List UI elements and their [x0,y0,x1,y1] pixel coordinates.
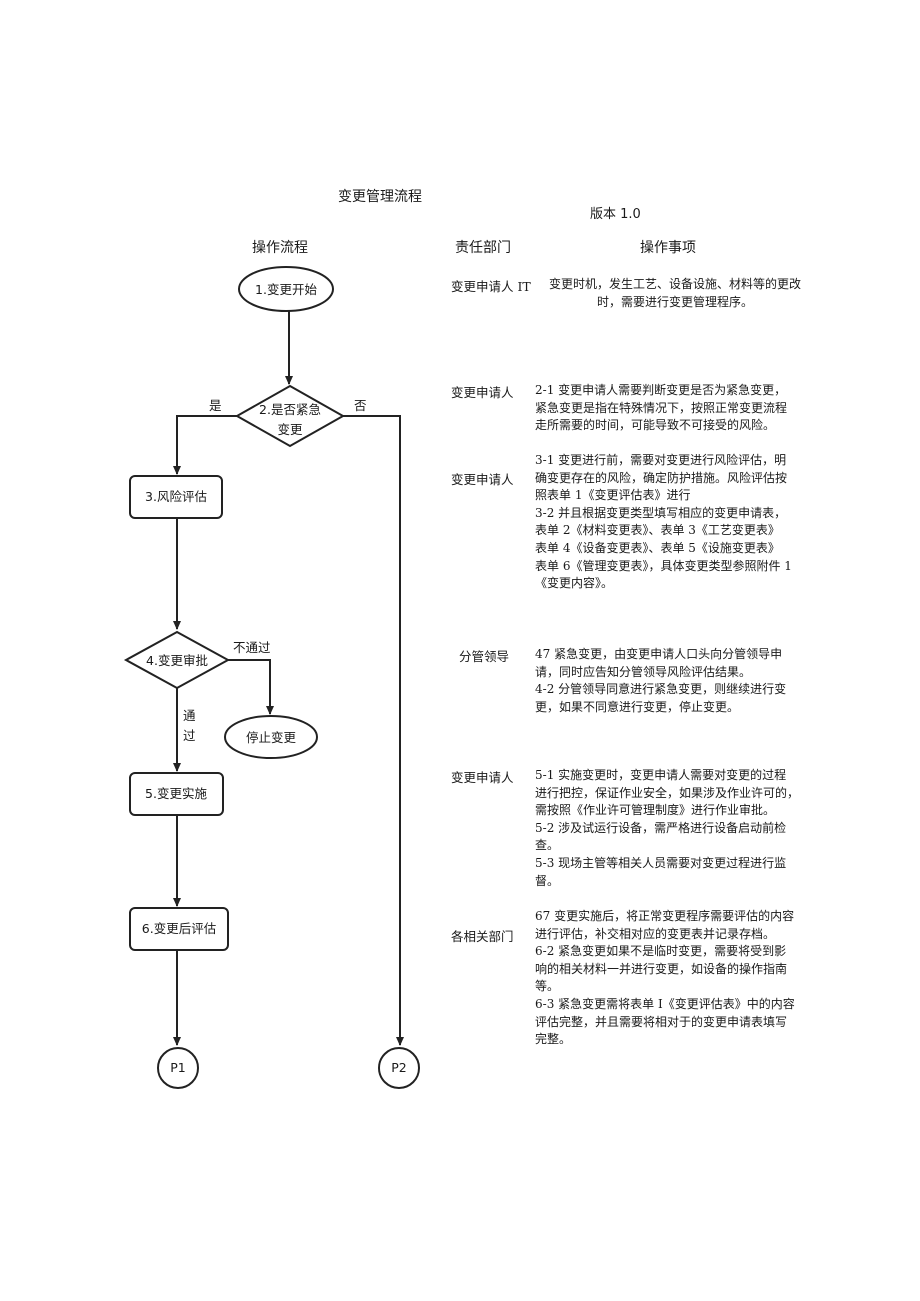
node-approval-decision [123,630,231,690]
edge-label-pass-1: 通 [183,708,196,723]
row-1-line: 变更时机，发生工艺、设备设施、材料等的更改 [548,277,801,291]
node-urgent-label-1: 2.是否紧急 [259,402,321,417]
row-1-desc: 变更时机，发生工艺、设备设施、材料等的更改 时，需要进行变更管理程序。 [535,276,815,311]
row-4-desc: 47 紧急变更，由变更申请人口头向分管领导申 请，同时应告知分管领导风险评估结果… [535,646,815,716]
node-stop-label: 停止变更 [246,730,297,745]
edge-urgent-risk [173,415,237,475]
row-3-line: 表单 4《设备变更表》、表单 5《设施变更表》 [535,540,780,555]
row-3-line: 确变更存在的风险，确定防护措施。风险评估按 [535,470,788,485]
row-5-dept: 变更申请人 [451,770,514,785]
edge-approve-stop [228,659,274,715]
node-implement [129,772,224,816]
row-4-line: 4-2 分管领导同意进行紧急变更，则继续进行变 [535,682,787,697]
row-3-line: 照表单 1《变更评估表》进行 [535,488,691,503]
node-start-label: 1.变更开始 [255,282,317,297]
node-risk-label: 3.风险评估 [145,489,207,504]
row-1-line: 时，需要进行变更管理程序。 [596,294,753,309]
edge-label-pass-2: 过 [183,728,196,743]
row-3-line: 3-2 并且根据变更类型填写相应的变更申请表， [535,505,787,520]
row-6-line: 6-3 紧急变更需将表单 I《变更评估表》中的内容 [535,996,795,1011]
node-post-eval-label: 6.变更后评估 [142,921,216,936]
edge-label-yes: 是 [209,398,222,413]
edge-label-reject: 不通过 [233,640,271,655]
version-label: 版本 1.0 [590,207,641,222]
node-urgent-label-2: 变更 [277,422,303,437]
edge-label-no: 否 [354,398,367,413]
row-2-line: 走所需要的时间，可能导致不可接受的风险。 [535,418,776,433]
row-5-line: 5-2 涉及试运行设备，需严格进行设备启动前检 [535,820,787,835]
node-urgent-decision [234,384,346,448]
row-5-line: 督。 [535,873,560,888]
row-1-dept: 变更申请人 IT [451,279,531,294]
row-3-line: 表单 6《管理变更表》，具体变更类型参照附件 1 [535,558,792,573]
row-3-line: 3-1 变更进行前，需要对变更进行风险评估，明 [535,453,787,467]
node-implement-label: 5.变更实施 [145,786,207,801]
connector-p2-label: P2 [391,1060,407,1075]
row-2-line: 紧急变更是指在特殊情况下，按照正常变更流程 [535,400,788,415]
row-3-line: 表单 2《材料变更表》、表单 3《工艺变更表》 [535,523,780,538]
row-3-dept: 变更申请人 [451,472,514,487]
row-2-line: 2-1 变更申请人需要判断变更是否为紧急变更， [535,383,787,397]
row-6-line: 响的相关材料一并进行变更，如设备的操作指南 [535,961,788,976]
column-header-dept: 责任部门 [455,240,511,256]
node-start [238,266,334,312]
column-header-flow: 操作流程 [252,240,308,256]
page-title: 变更管理流程 [338,189,422,205]
row-5-line: 查。 [535,838,560,853]
row-6-line: 等。 [535,979,560,994]
row-5-line: 需按照《作业许可管理制度》进行作业审批。 [535,803,776,818]
row-6-dept: 各相关部门 [451,929,514,944]
row-5-line: 5-3 现场主管等相关人员需要对变更过程进行监 [535,855,787,870]
row-4-line: 请，同时应告知分管领导风险评估结果。 [535,664,752,679]
row-3-desc: 3-1 变更进行前，需要对变更进行风险评估，明 确变更存在的风险，确定防护措施。… [535,452,815,593]
edge-urgent-p2 [343,415,404,1046]
row-6-line: 完整。 [535,1032,572,1047]
row-2-desc: 2-1 变更申请人需要判断变更是否为紧急变更， 紧急变更是指在特殊情况下，按照正… [535,382,815,435]
row-4-line: 47 紧急变更，由变更申请人口头向分管领导申 [535,647,783,661]
node-post-eval [129,907,229,951]
connector-p1-label: P1 [170,1060,186,1075]
row-4-dept: 分管领导 [459,649,510,664]
row-5-line: 5-1 实施变更时，变更申请人需要对变更的过程 [535,768,787,782]
node-risk-assessment [129,475,223,519]
row-2-dept: 变更申请人 [451,385,514,400]
row-5-line: 进行把控，保证作业安全，如果涉及作业许可的， [535,785,800,800]
row-6-line: 评估完整，并且需要将相对于的变更申请表填写 [535,1014,788,1029]
node-approve-label: 4.变更审批 [146,653,208,668]
row-5-desc: 5-1 实施变更时，变更申请人需要对变更的过程 进行把控，保证作业安全，如果涉及… [535,767,815,890]
column-header-items: 操作事项 [640,240,696,256]
row-6-line: 进行评估，补交相对应的变更表并记录存档。 [535,926,776,941]
row-6-line: 67 变更实施后，将正常变更程序需要评估的内容 [535,909,795,923]
connector-p1 [157,1047,199,1089]
connector-p2 [378,1047,420,1089]
row-4-line: 更，如果不同意进行变更，停止变更。 [535,699,740,714]
row-6-desc: 67 变更实施后，将正常变更程序需要评估的内容 进行评估，补交相对应的变更表并记… [535,908,815,1049]
node-stop [224,715,318,759]
row-3-line: 《变更内容》。 [535,576,614,591]
row-6-line: 6-2 紧急变更如果不是临时变更，需要将受到影 [535,944,787,959]
